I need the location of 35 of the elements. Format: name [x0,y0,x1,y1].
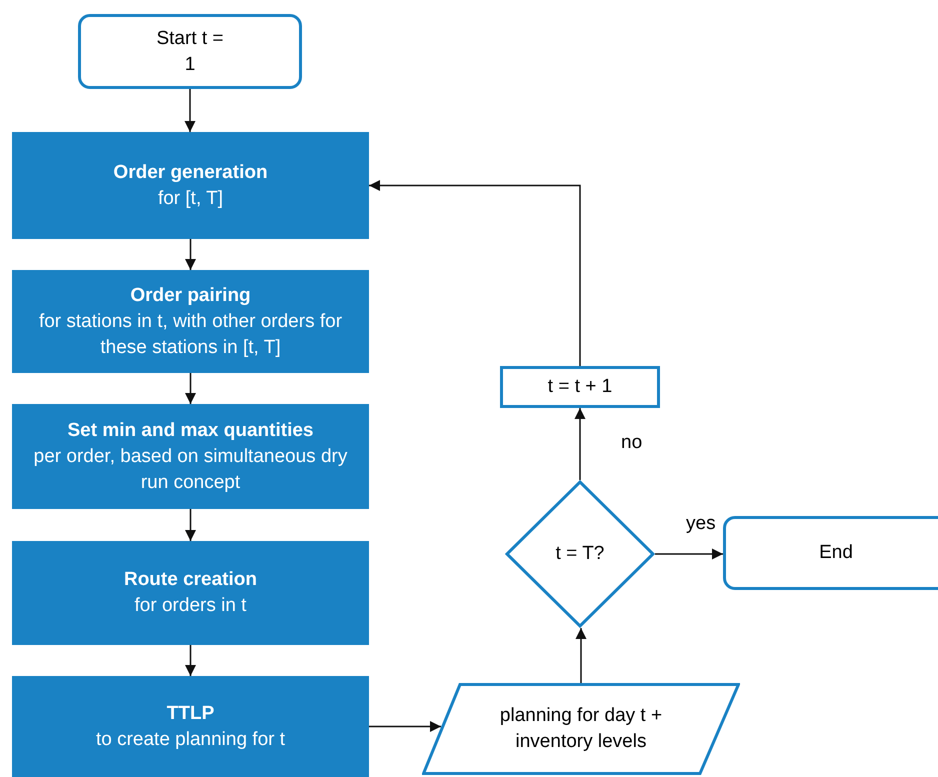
step-description: for stations in t, with other orders for these stations in [t, T] [38,310,344,360]
step-title: Order generation [113,160,268,184]
process-box [12,541,369,645]
arrow [185,239,196,270]
terminal-box [723,516,938,590]
node-label: Start t = 1 [155,26,225,76]
node-label: t = t + 1 [548,375,612,399]
node-label: End [819,541,853,565]
arrow [574,408,586,480]
arrow [576,628,586,683]
arrow [184,89,196,132]
step-title: Order pairing [130,284,251,308]
node-label: planning for day t + inventory levels [498,704,664,754]
arrow [185,373,196,404]
step-description: per order, based on simultaneous dry run concept [32,444,348,494]
terminal-box [78,14,302,89]
process-box [12,404,369,509]
node-label: t = T? [556,542,604,566]
step-title: TTLP [166,702,214,726]
step-title: Set min and max quantities [68,418,314,442]
data-parallelogram [422,683,740,775]
process-box [12,132,369,239]
arrow [369,721,441,732]
process-box [500,366,660,408]
arrow [185,645,196,676]
step-description: for [t, T] [158,186,224,210]
arrow [185,509,196,541]
arrow [655,548,723,560]
step-description: to create planning for t [96,728,286,752]
process-box [12,676,369,777]
step-title: Route creation [124,568,258,592]
decision-diamond [505,480,655,628]
process-box [12,270,369,373]
step-description: for orders in t [134,594,246,618]
arrow [369,180,581,366]
